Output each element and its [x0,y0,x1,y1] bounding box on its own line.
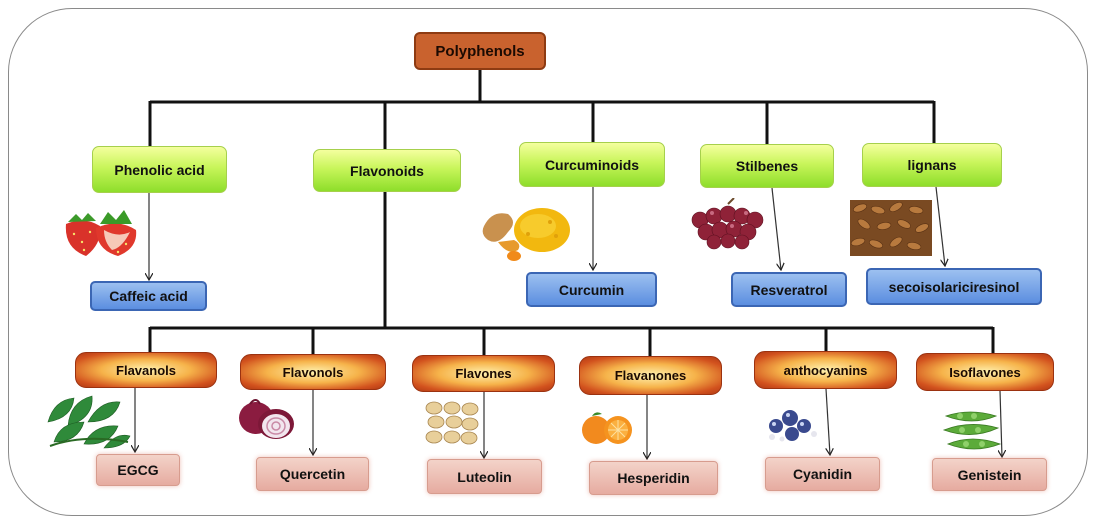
red-onion-icon [236,396,298,442]
subclass-flavonols: Flavonols [240,354,386,390]
grapes-icon [688,198,768,250]
root-node-polyphenols: Polyphenols [414,32,546,70]
compound-genistein: Genistein [932,458,1047,491]
subclass-anthocyanins: anthocyanins [754,351,897,389]
compound-caffeic-acid: Caffeic acid [90,281,207,311]
category-phenolic-acid: Phenolic acid [92,146,227,193]
soybeans-icon [942,406,1002,454]
category-lignans: lignans [862,143,1002,187]
category-curcuminoids: Curcuminoids [519,142,665,187]
arrow-secoisolariciresinol [936,187,945,266]
category-flavonoids: Flavonoids [313,149,461,192]
turmeric-icon [478,200,572,262]
arrow-cyanidin [826,389,830,455]
strawberry-icon [60,204,148,260]
peanuts-icon [424,400,480,446]
compound-quercetin: Quercetin [256,457,369,491]
compound-curcumin: Curcumin [526,272,657,307]
compound-secoisolariciresinol: secoisolariciresinol [866,268,1042,305]
subclass-flavanols: Flavanols [75,352,217,388]
compound-hesperidin: Hesperidin [589,461,718,495]
compound-egcg: EGCG [96,454,180,486]
category-stilbenes: Stilbenes [700,144,834,188]
compound-luteolin: Luteolin [427,459,542,494]
tea-leaves-icon [44,392,132,450]
orange-icon [578,404,636,446]
arrow-resveratrol [772,188,781,270]
blueberries-icon [764,404,824,444]
subclass-flavones: Flavones [412,355,555,392]
subclass-isoflavones: Isoflavones [916,353,1054,391]
compound-cyanidin: Cyanidin [765,457,880,491]
flaxseed-icon [850,200,932,256]
compound-resveratrol: Resveratrol [731,272,847,307]
subclass-flavanones: Flavanones [579,356,722,395]
